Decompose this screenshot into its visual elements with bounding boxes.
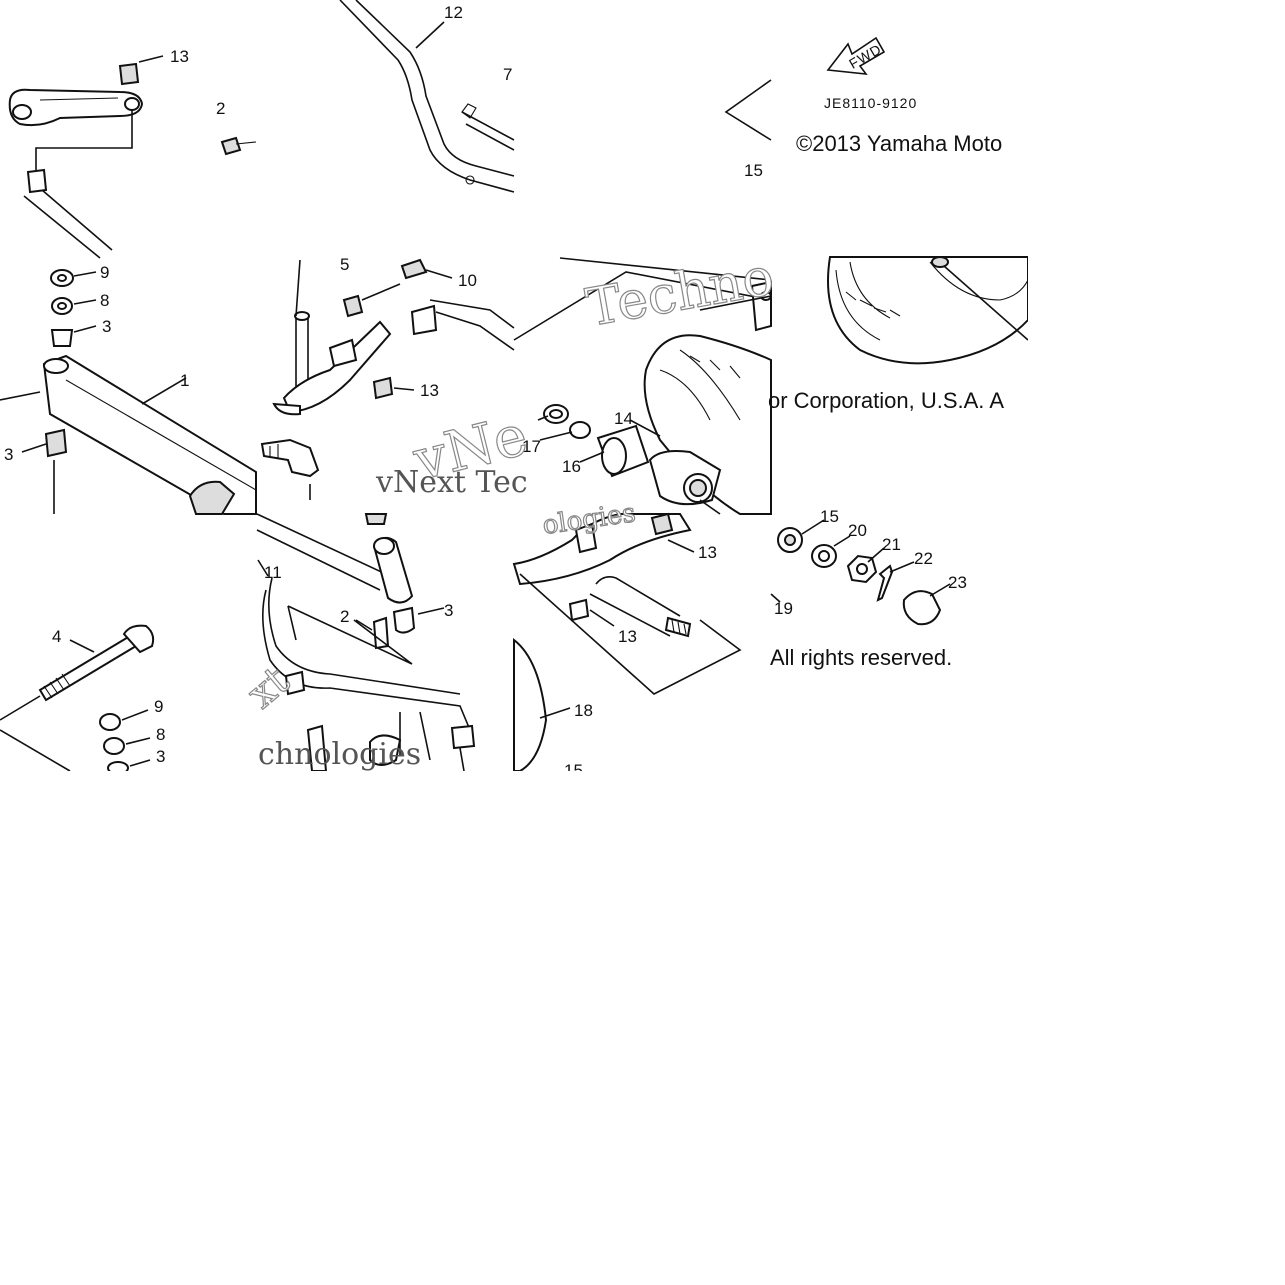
blank-margin-bottom xyxy=(0,771,1285,1285)
callout-8: 8 xyxy=(100,291,109,310)
callout-23: 23 xyxy=(948,573,967,592)
callout-21: 21 xyxy=(882,535,901,554)
callout-4: 4 xyxy=(52,627,61,646)
tile-fwd: FWD xyxy=(826,36,886,75)
tile-axle-tube xyxy=(256,513,476,772)
callout-1: 1 xyxy=(180,371,189,390)
callout-3: 3 xyxy=(4,445,13,464)
tile-bolt xyxy=(0,624,155,775)
callout-13: 13 xyxy=(698,543,717,562)
fwd-arrow-icon xyxy=(826,36,886,75)
callout-16: 16 xyxy=(562,457,581,476)
callout-20: 20 xyxy=(848,521,867,540)
callout-12: 12 xyxy=(444,3,463,22)
callout-13: 13 xyxy=(420,381,439,400)
callout-8: 8 xyxy=(156,725,165,744)
copyright-line-2: or Corporation, U.S.A. A xyxy=(768,388,1004,413)
callout-18: 18 xyxy=(574,701,593,720)
watermark-text: Techno xyxy=(582,247,778,339)
tile-pitman-arm xyxy=(8,55,257,259)
callout-17: 17 xyxy=(522,437,541,456)
callout-3: 3 xyxy=(156,747,165,766)
callout-5: 5 xyxy=(340,255,349,274)
tile-hub-nuts xyxy=(770,519,951,626)
watermarks: Techno vNe vNext Tec xt chnologies ologi… xyxy=(238,246,779,772)
tile-corner xyxy=(724,79,772,141)
tile-bent-rod xyxy=(339,0,515,193)
callout-13: 13 xyxy=(618,627,637,646)
callout-22: 22 xyxy=(914,549,933,568)
callout-19: 19 xyxy=(774,599,793,618)
callout-13: 13 xyxy=(170,47,189,66)
diagram-code: JE8110-9120 xyxy=(824,95,917,111)
callout-15: 15 xyxy=(820,507,839,526)
callout-2: 2 xyxy=(216,99,225,118)
callout-15: 15 xyxy=(744,161,763,180)
copyright-block: JE8110-9120 ©2013 Yamaha Moto or Corpora… xyxy=(768,95,1004,670)
copyright-line-1: ©2013 Yamaha Moto xyxy=(796,131,1002,156)
callout-9: 9 xyxy=(100,263,109,282)
callout-labels: 12 7 13 2 15 9 8 3 1 3 5 10 13 14 17 16 … xyxy=(4,3,967,780)
callout-14: 14 xyxy=(614,409,633,428)
callout-2: 2 xyxy=(340,607,349,626)
callout-7: 7 xyxy=(503,65,512,84)
watermark-text: vNext Tec xyxy=(375,465,528,500)
callout-3: 3 xyxy=(102,317,111,336)
callout-9: 9 xyxy=(154,697,163,716)
copyright-line-3: All rights reserved. xyxy=(770,645,952,670)
tile-wheel-hub xyxy=(513,257,772,515)
tile-tire xyxy=(827,256,1029,365)
callout-10: 10 xyxy=(458,271,477,290)
tile-axle-left xyxy=(0,269,257,515)
callout-11: 11 xyxy=(264,563,282,582)
tile-spindle xyxy=(512,512,742,772)
callout-3: 3 xyxy=(444,601,453,620)
tile-knuckle-arm xyxy=(260,258,515,500)
watermark-text: xt xyxy=(239,658,298,718)
watermark-text: chnologies xyxy=(258,737,421,772)
